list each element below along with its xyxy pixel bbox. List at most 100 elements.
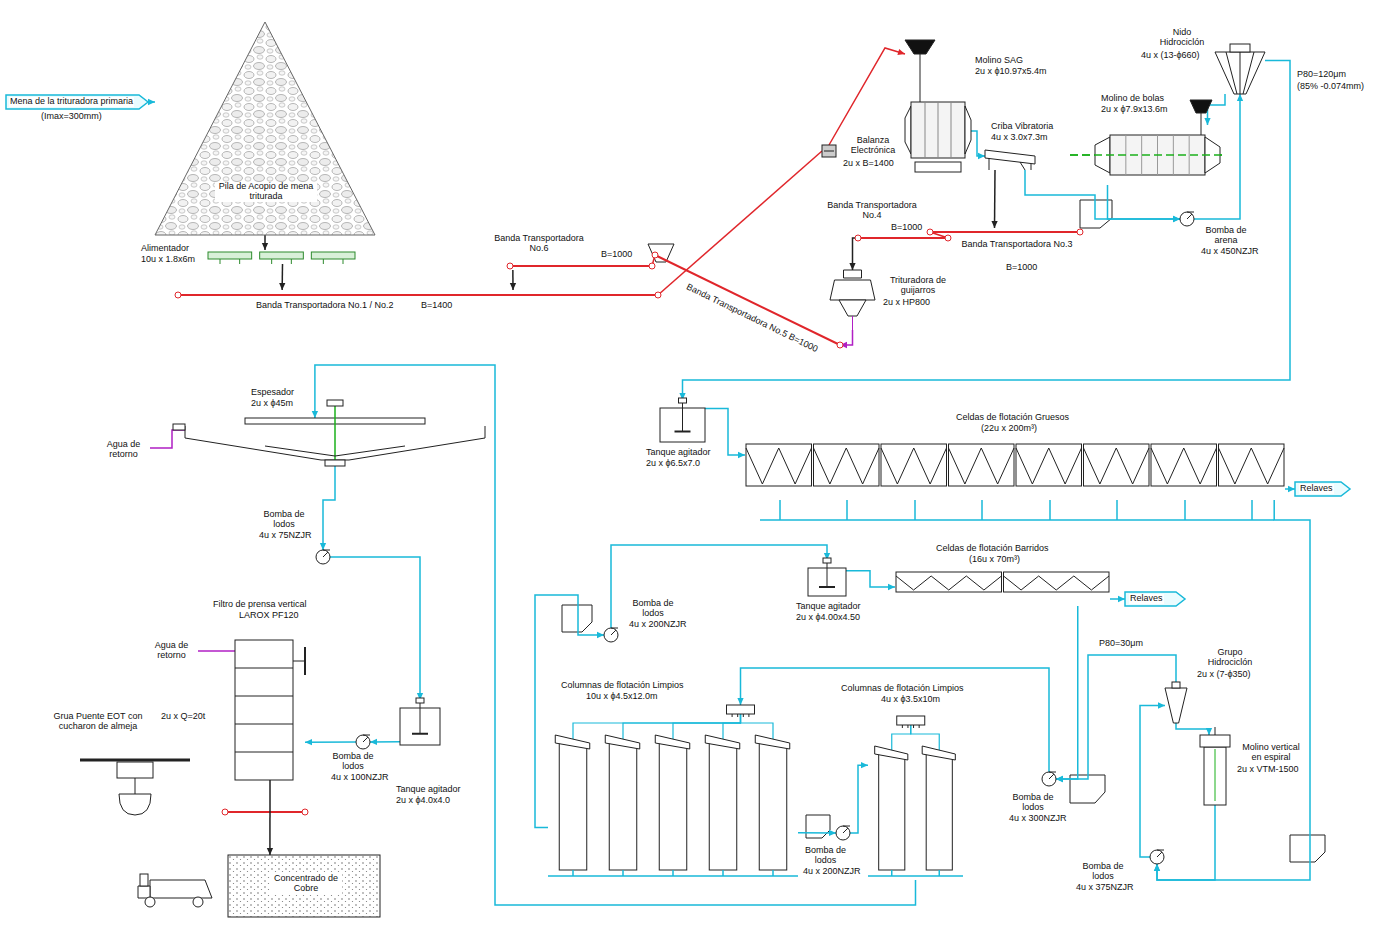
equipment-label: 2u x ϕ7.9x13.6m [1100,105,1169,115]
equipment-node: Celdas de flotación Barridos(16u x 70m³) [895,568,1110,606]
stroke [507,263,513,269]
stroke [939,870,941,876]
stroke [919,725,920,728]
stroke [1204,747,1226,805]
equipment-label: Nido Hidrociclón [1150,28,1214,48]
equipment-label: 4u x 100NZJR [330,773,390,783]
arrow-head [829,830,836,836]
stroke [709,743,737,870]
arrow-head [849,263,855,270]
equipment-label: 4u x ϕ3.5x10m [880,695,941,705]
equipment-symbol [178,290,658,300]
stroke [672,870,674,876]
stroke [1150,850,1164,864]
equipment-symbol [808,560,846,596]
stroke [949,448,982,484]
stroke [239,259,240,264]
equipment-node: Bomba de lodos4u x 100NZJR [356,735,370,749]
process-line [1025,170,1180,222]
equipment-label: Bomba de lodos [258,510,310,530]
stroke [1219,448,1252,484]
stroke [814,448,847,484]
equipment-label: Molino SAG [974,56,1024,66]
stroke [1190,100,1212,113]
equipment-label: 2u x Q=20t [160,712,206,722]
equipment-symbol [1180,212,1194,226]
equipment-node: Banda Transportadora No.6B=1000 [510,262,652,270]
equipment-symbol [745,440,1285,500]
stroke [907,725,908,728]
truck [138,874,212,907]
equipment-label: B=1000 [890,223,923,233]
stroke [175,292,181,298]
equipment-label: Celdas de flotación Barridos [935,544,1050,554]
stroke [611,630,616,635]
stroke [920,54,921,102]
stroke [682,402,683,432]
plant-label: (85% -0.074mm) [1296,82,1365,92]
stroke [896,576,931,590]
stroke [1084,448,1117,484]
stroke [1084,444,1150,486]
equipment-label: Alimentador [140,244,190,254]
equipment-label: 2u x VTM-1500 [1236,765,1300,775]
stroke [420,702,421,734]
equipment-label: Concentrado de Cobre [270,874,342,894]
stroke [855,235,861,241]
equipment-symbol [1150,850,1164,864]
equipment-label: (22u x 200m³) [980,424,1038,434]
process-line [658,151,822,295]
arrow-head [1288,486,1295,492]
process-line [970,131,985,159]
equipment-node: Columnas de flotación Limpios10u x ϕ4.5x… [548,705,798,880]
process-line [1056,606,1078,782]
stroke [755,735,790,749]
stroke [611,628,618,629]
arrow-head [1056,776,1063,782]
stroke [927,229,933,235]
process-line [269,780,271,855]
process-line [850,762,868,833]
process-line [1208,94,1226,125]
process-line [1025,170,1180,219]
stroke [604,628,618,642]
process-line [279,264,285,290]
process-line [1108,185,1181,222]
equipment-node: Molino vertical en espiral2u x VTM-1500 [1200,735,1230,805]
stroke [1039,576,1074,590]
stroke [1042,772,1056,786]
stroke [1226,52,1237,94]
stroke [659,743,687,870]
stroke [1049,772,1056,773]
stroke [623,714,741,749]
equipment-label: 4u x 450NZJR [1200,247,1260,257]
equipment-symbol [655,255,840,345]
plant-label: Agua de retorno [148,641,195,661]
stroke [911,102,965,158]
stroke [265,446,335,456]
process-line [829,48,905,145]
arrow-head [262,243,268,250]
equipment-node: Bomba de lodos4u x 200NZJR [604,628,618,642]
equipment-symbol [356,735,370,749]
equipment-label: 2u x ϕ10.97x5.4m [974,67,1048,77]
stroke [925,102,926,158]
equipment-symbol [830,270,875,330]
process-line [1140,702,1165,857]
stroke [235,668,293,669]
stroke [759,743,787,870]
process-line [994,170,996,228]
equipment-symbol [548,705,798,880]
stroke [1049,448,1082,484]
process-line [970,131,985,156]
stroke [1230,44,1250,52]
stroke [1295,482,1350,496]
stroke [334,404,336,464]
stroke [905,106,911,154]
process-line [320,466,335,550]
process-line [1140,706,1165,858]
stroke [1116,448,1149,484]
stroke [705,735,740,749]
equipment-symbol [205,250,360,264]
equipment-label: 4u x (13-ϕ660) [1140,51,1201,61]
